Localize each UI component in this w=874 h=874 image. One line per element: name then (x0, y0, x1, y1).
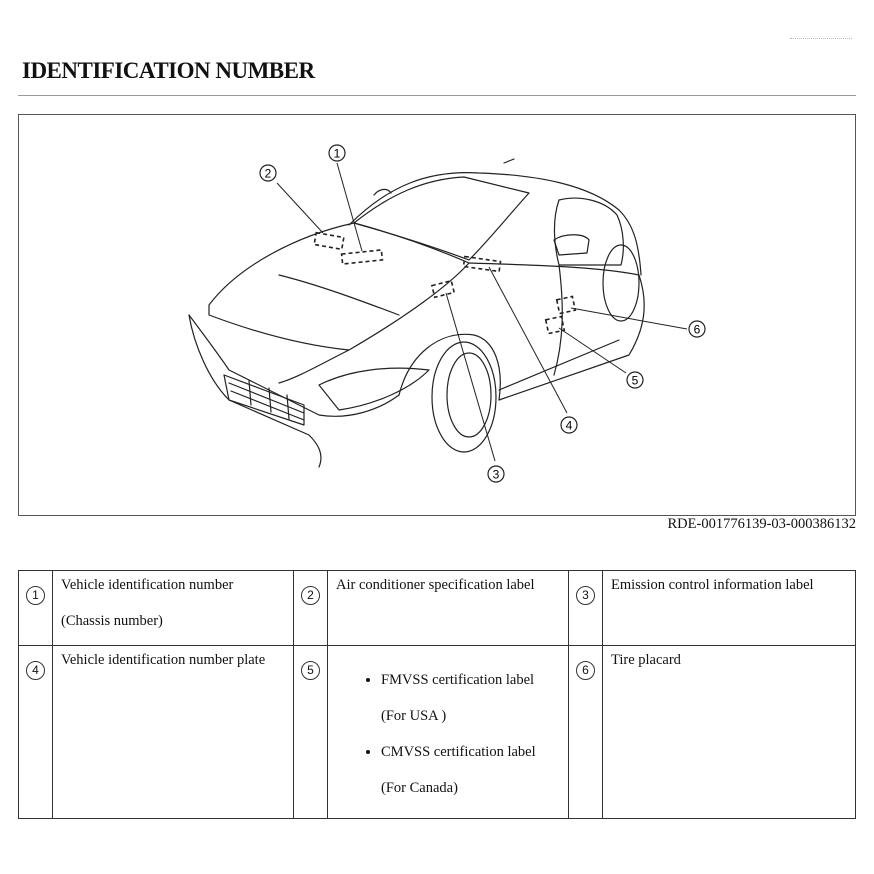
legend-item-6-line-1: Tire placard (611, 652, 681, 668)
legend-item-5-list: FMVSS certification label (For USA ) CMV… (336, 662, 560, 806)
side-sill (498, 339, 620, 391)
side-mirror (553, 234, 590, 256)
front-fascia (188, 314, 322, 468)
front-wheel-arch (398, 333, 501, 401)
legend-num-cell: 2 (293, 570, 328, 646)
legend-row: 1 Vehicle identification number (Chassis… (18, 570, 856, 646)
front-wheel (431, 341, 497, 453)
callout-6: 6 (688, 320, 706, 338)
legend-item-1-line-2: (Chassis number) (61, 613, 163, 629)
legend-bullet: CMVSS certification label (For Canada) (381, 734, 560, 806)
page-corner-mark (790, 38, 852, 43)
rear-wheel (602, 244, 640, 322)
front-lower (188, 314, 400, 417)
legend-num-1: 1 (26, 586, 45, 605)
door-line (553, 264, 563, 376)
label-location-1 (340, 249, 384, 265)
legend-num-5: 5 (301, 661, 320, 680)
legend-num-cell: 6 (568, 645, 603, 819)
legend-item-3-line-1: Emission control information label (611, 577, 814, 593)
vehicle-figure: 1 2 3 4 5 6 (18, 114, 856, 516)
legend-item-1-line-1: Vehicle identification number (61, 577, 234, 593)
callout-5-label: 5 (632, 374, 639, 388)
bullet-sub: (For Canada) (381, 780, 458, 796)
callout-6-label: 6 (694, 323, 701, 337)
callout-3-label: 3 (493, 468, 500, 482)
legend-item-3: Emission control information label (602, 570, 856, 646)
label-location-6 (555, 295, 577, 315)
legend-item-6: Tire placard (602, 645, 856, 819)
legend-item-1: Vehicle identification number (Chassis n… (52, 570, 294, 646)
label-location-3 (430, 279, 456, 299)
legend-num-cell: 3 (568, 570, 603, 646)
callout-4-label: 4 (566, 419, 573, 433)
car-illustration: 1 2 3 4 5 6 (188, 144, 706, 483)
side-window (553, 197, 624, 266)
label-location-5 (544, 315, 566, 335)
hood-outline (208, 222, 470, 351)
title-divider (18, 95, 856, 96)
legend-num-3: 3 (576, 586, 595, 605)
figure-id: RDE-001776139-03-000386132 (667, 516, 857, 532)
headlight (318, 367, 430, 411)
callout-3: 3 (487, 465, 505, 483)
legend-num-cell: 5 (293, 645, 328, 819)
legend-num-4: 4 (26, 661, 45, 680)
bullet-sub: (For USA ) (381, 708, 447, 724)
legend-bullet: FMVSS certification label (For USA ) (381, 662, 560, 734)
legend-num-6: 6 (576, 661, 595, 680)
label-location-2 (313, 231, 345, 251)
legend-item-4: Vehicle identification number plate (52, 645, 294, 819)
legend-item-2: Air conditioner specification label (327, 570, 569, 646)
page-title: IDENTIFICATION NUMBER (22, 58, 315, 83)
callout-4: 4 (560, 416, 578, 434)
callout-2-label: 2 (265, 167, 272, 181)
callout-2: 2 (259, 164, 277, 182)
legend-num-cell: 4 (18, 645, 53, 819)
windshield (353, 176, 530, 261)
legend-num-cell: 1 (18, 570, 53, 646)
grille (223, 374, 305, 426)
car-roof-outline (348, 172, 642, 276)
body-side (468, 262, 645, 401)
legend-item-4-line-1: Vehicle identification number plate (61, 652, 266, 668)
bullet-label: FMVSS certification label (381, 672, 535, 688)
callout-1: 1 (328, 144, 346, 162)
legend-table: 1 Vehicle identification number (Chassis… (18, 570, 856, 819)
legend-item-5: FMVSS certification label (For USA ) CMV… (327, 645, 569, 819)
callout-1-label: 1 (334, 147, 341, 161)
label-location-4 (462, 255, 502, 273)
legend-num-2: 2 (301, 586, 320, 605)
callout-5: 5 (626, 371, 644, 389)
legend-row: 4 Vehicle identification number plate 5 … (18, 645, 856, 819)
legend-item-2-line-1: Air conditioner specification label (336, 577, 535, 593)
bullet-label: CMVSS certification label (381, 744, 536, 760)
